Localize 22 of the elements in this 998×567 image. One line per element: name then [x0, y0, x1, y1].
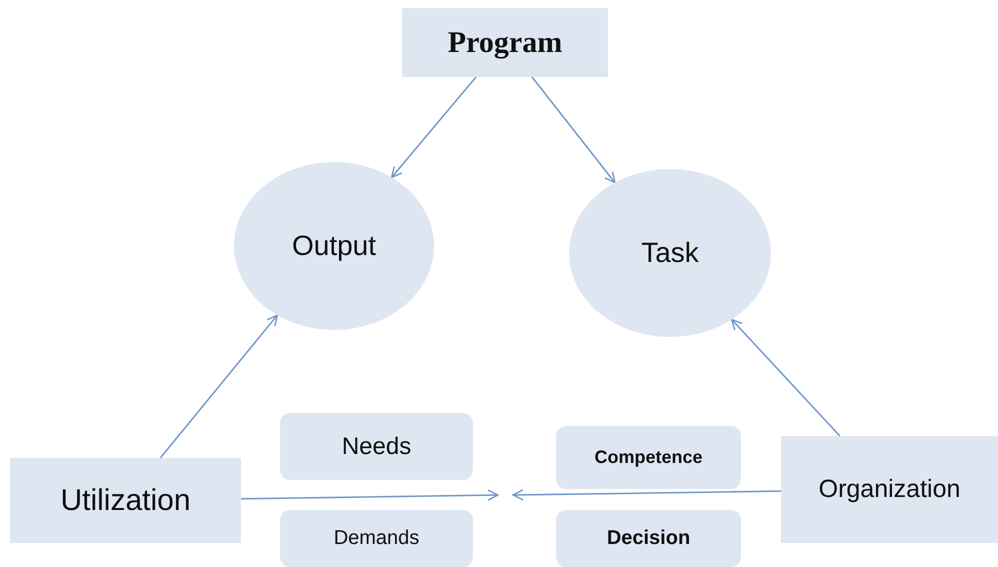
node-label: Demands — [334, 527, 420, 550]
node-label: Program — [448, 26, 562, 60]
node-label: Task — [641, 237, 699, 269]
arrow — [240, 489, 499, 501]
arrow — [531, 76, 616, 184]
node-label: Decision — [606, 527, 690, 550]
rounded-box — [556, 426, 741, 489]
process-box — [10, 458, 241, 543]
arrow — [390, 76, 477, 178]
process-box — [781, 436, 998, 543]
rounded-box — [280, 413, 473, 480]
title-box — [402, 8, 608, 77]
arrow — [731, 318, 840, 437]
node-label: Competence — [594, 447, 703, 468]
node-label: Needs — [342, 432, 412, 460]
node-label: Organization — [818, 475, 960, 504]
rounded-box — [556, 510, 741, 567]
arrow — [160, 314, 278, 458]
rounded-box — [280, 510, 473, 567]
node-label: Utilization — [60, 484, 191, 518]
arrow — [512, 489, 782, 501]
node-label: Output — [292, 230, 376, 262]
